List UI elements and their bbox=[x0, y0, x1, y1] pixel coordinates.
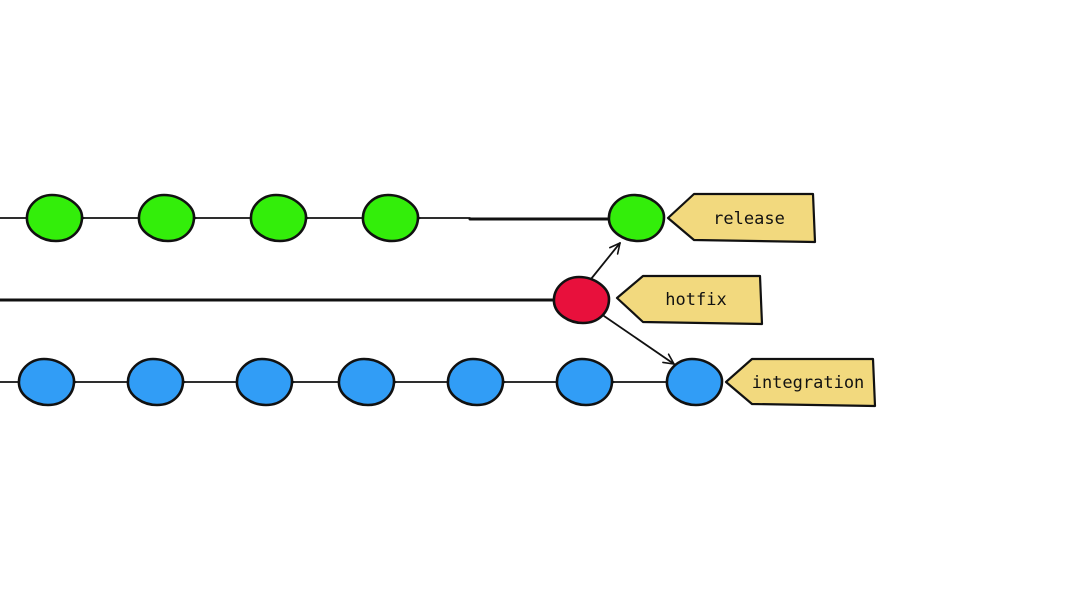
merge-edges bbox=[590, 243, 674, 364]
integration-commit-node[interactable] bbox=[555, 357, 614, 407]
release-label-text: release bbox=[713, 209, 785, 229]
hotfix-label-text: hotfix bbox=[665, 290, 726, 310]
integration-commit-node[interactable] bbox=[17, 357, 76, 407]
hotfix-label-shape bbox=[615, 274, 764, 326]
integration-commit-node[interactable] bbox=[446, 357, 505, 407]
hotfix-commit-node[interactable] bbox=[552, 275, 611, 325]
release-label-shape bbox=[666, 192, 817, 244]
hotfix-to-release-arrow bbox=[590, 243, 620, 280]
hotfix-branch bbox=[0, 275, 611, 325]
integration-commit-node[interactable] bbox=[337, 357, 396, 407]
integration-head-commit-node[interactable] bbox=[665, 357, 724, 407]
release-commit-node[interactable] bbox=[137, 193, 196, 243]
integration-label-shape bbox=[724, 357, 877, 408]
integration-commit-node[interactable] bbox=[126, 357, 185, 407]
release-commit-node[interactable] bbox=[25, 193, 84, 243]
release-commit-node[interactable] bbox=[361, 193, 420, 243]
integration-label-tag[interactable]: integration bbox=[724, 357, 877, 408]
hotfix-to-integration-arrow bbox=[603, 315, 674, 364]
release-label-tag[interactable]: release bbox=[666, 192, 817, 244]
integration-branch bbox=[0, 357, 724, 407]
release-commit-node[interactable] bbox=[249, 193, 308, 243]
release-head-commit-node[interactable] bbox=[607, 193, 666, 243]
release-branch bbox=[0, 193, 666, 243]
integration-label-text: integration bbox=[752, 373, 865, 393]
hotfix-label-tag[interactable]: hotfix bbox=[615, 274, 764, 326]
integration-commit-node[interactable] bbox=[235, 357, 294, 407]
